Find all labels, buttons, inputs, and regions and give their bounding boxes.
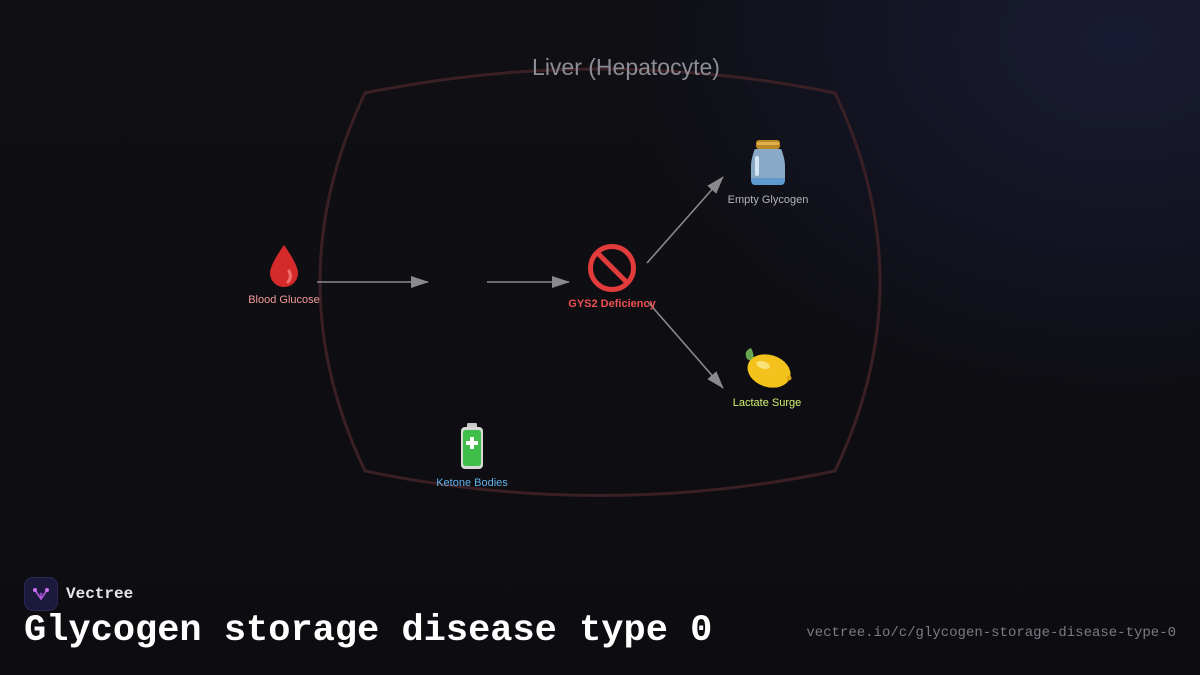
region-label-liver: Liver (Hepatocyte) bbox=[532, 54, 720, 80]
node-empty-glycogen: Empty Glycogen bbox=[688, 138, 848, 206]
battery-icon bbox=[458, 421, 486, 471]
node-label: Ketone Bodies bbox=[436, 477, 508, 489]
node-gys2-deficiency: GYS2 Deficiency bbox=[532, 242, 692, 310]
vectree-logo-icon bbox=[24, 577, 58, 611]
brand-name: Vectree bbox=[66, 585, 134, 603]
node-label: Lactate Surge bbox=[732, 397, 802, 409]
page-title: Glycogen storage disease type 0 bbox=[24, 610, 713, 652]
arrow-gys2-to-lactate-surge bbox=[647, 301, 724, 389]
node-label: GYS2 Deficiency bbox=[568, 298, 656, 310]
blood-drop-icon bbox=[267, 244, 301, 288]
page-url[interactable]: vectree.io/c/glycogen-storage-disease-ty… bbox=[806, 625, 1176, 641]
jar-icon bbox=[748, 138, 788, 188]
liver-cell-outline bbox=[318, 67, 882, 497]
prohibited-icon bbox=[588, 244, 636, 292]
node-blood-glucose: Blood Glucose bbox=[204, 242, 364, 306]
node-ketone-bodies: Ketone Bodies bbox=[392, 421, 552, 489]
node-label: Blood Glucose bbox=[248, 294, 320, 306]
node-label: Empty Glycogen bbox=[727, 194, 809, 206]
brand: Vectree bbox=[24, 577, 133, 611]
arrow-gys2-to-empty-glycogen bbox=[646, 176, 724, 264]
lemon-icon bbox=[741, 345, 793, 391]
node-lactate-surge: Lactate Surge bbox=[687, 345, 847, 409]
